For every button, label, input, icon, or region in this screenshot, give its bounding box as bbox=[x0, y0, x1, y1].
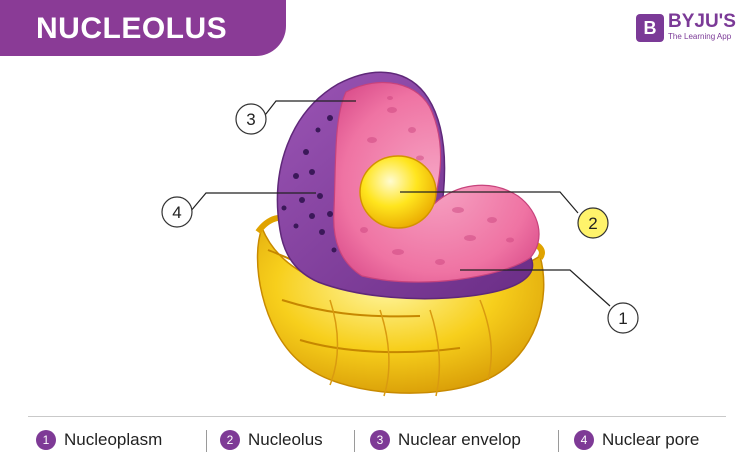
legend-separator bbox=[354, 430, 355, 452]
legend-label-2: Nucleolus bbox=[248, 430, 323, 449]
legend-item-nuclear-envelop: 3 Nuclear envelop bbox=[370, 428, 521, 452]
legend-number-1: 1 bbox=[36, 430, 56, 450]
brand-mark-icon: B bbox=[636, 14, 664, 42]
legend-label-4: Nuclear pore bbox=[602, 430, 700, 449]
legend-divider bbox=[28, 416, 726, 417]
leader-line-1 bbox=[460, 269, 611, 307]
legend-number-3: 3 bbox=[370, 430, 390, 450]
nucleoplasm bbox=[333, 81, 540, 283]
callout-2: 2 bbox=[577, 207, 609, 239]
callout-3: 3 bbox=[235, 103, 267, 135]
leader-lines bbox=[189, 100, 611, 307]
legend-separator bbox=[558, 430, 559, 452]
legend-item-nucleoplasm: 1 Nucleoplasm bbox=[36, 428, 162, 452]
callout-2-label: 2 bbox=[588, 214, 597, 233]
legend-number-2: 2 bbox=[220, 430, 240, 450]
leader-line-4 bbox=[189, 192, 316, 213]
legend-number-4: 4 bbox=[574, 430, 594, 450]
leader-line-2 bbox=[400, 191, 579, 214]
page-title: NUCLEOLUS bbox=[0, 0, 286, 56]
legend: 1 Nucleoplasm 2 Nucleolus 3 Nuclear enve… bbox=[36, 428, 736, 452]
brand-tagline: The Learning App bbox=[668, 32, 732, 41]
legend-item-nuclear-pore: 4 Nuclear pore bbox=[574, 428, 699, 452]
callout-1: 1 bbox=[607, 302, 639, 334]
legend-label-3: Nuclear envelop bbox=[398, 430, 521, 449]
callout-1-label: 1 bbox=[618, 309, 627, 328]
legend-label-1: Nucleoplasm bbox=[64, 430, 163, 449]
legend-item-nucleolus: 2 Nucleolus bbox=[220, 428, 323, 452]
callout-3-label: 3 bbox=[246, 110, 255, 129]
legend-separator bbox=[206, 430, 207, 452]
callout-4: 4 bbox=[161, 196, 193, 228]
leader-line-3 bbox=[261, 100, 356, 120]
brand-logo: B BYJU'S The Learning App bbox=[636, 12, 740, 44]
brand-name: BYJU'S bbox=[668, 11, 736, 32]
callout-4-label: 4 bbox=[172, 203, 181, 222]
